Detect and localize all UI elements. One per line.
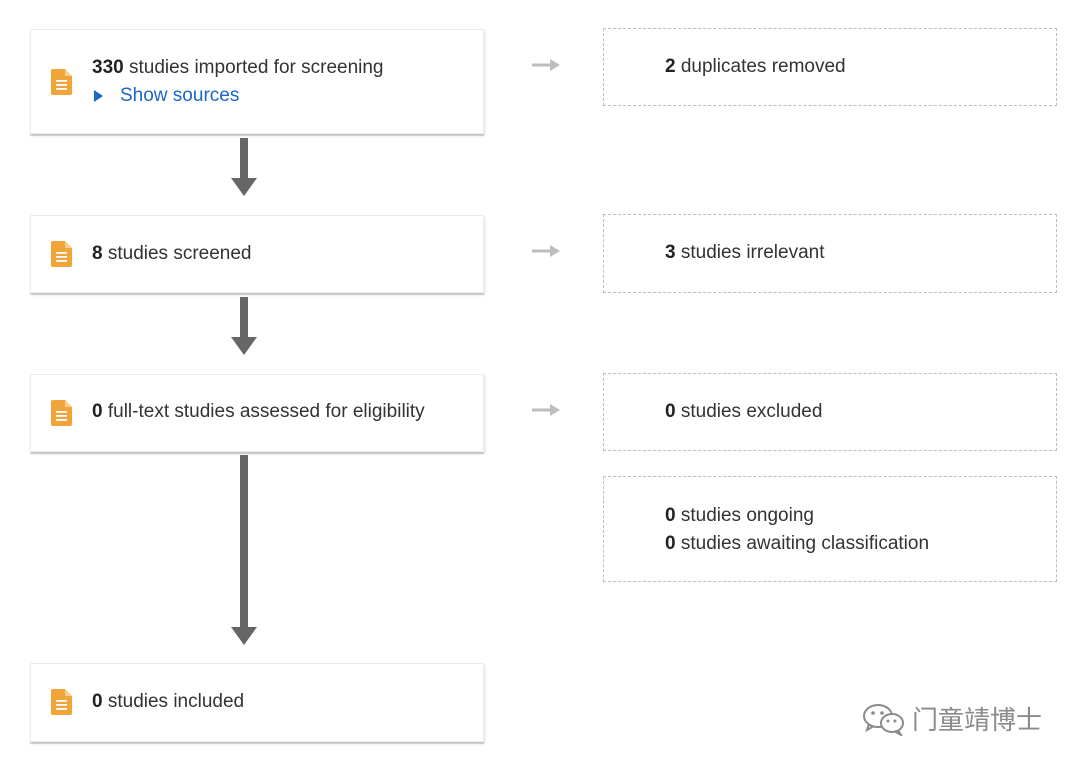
awaiting-count: 0 bbox=[665, 533, 676, 554]
irrelevant-label: studies irrelevant bbox=[675, 242, 825, 263]
ongoing-label: studies ongoing bbox=[675, 505, 814, 526]
side-arrow-icon bbox=[532, 59, 560, 71]
excluded-box: 0 studies excluded bbox=[603, 373, 1057, 451]
ongoing-count: 0 bbox=[665, 505, 676, 526]
document-icon bbox=[51, 400, 72, 426]
down-arrow-icon bbox=[231, 455, 257, 645]
screened-label: studies screened bbox=[102, 243, 252, 264]
included-label: studies included bbox=[102, 691, 245, 712]
irrelevant-count: 3 bbox=[665, 242, 676, 263]
ongoing-awaiting-box: 0 studies ongoing 0 studies awaiting cla… bbox=[603, 476, 1057, 582]
side-arrow-icon bbox=[532, 245, 560, 257]
document-icon bbox=[51, 69, 72, 95]
down-arrow-icon bbox=[231, 297, 257, 355]
wechat-icon bbox=[863, 703, 904, 736]
side-arrow-icon bbox=[532, 404, 560, 416]
document-icon bbox=[51, 241, 72, 267]
irrelevant-text: 3 studies irrelevant bbox=[665, 239, 824, 267]
watermark: 门童靖博士 bbox=[862, 700, 1042, 737]
duplicates-label: duplicates removed bbox=[675, 56, 846, 77]
screened-text: 8 studies screened bbox=[92, 240, 252, 268]
included-card: 0 studies included bbox=[30, 663, 484, 742]
duplicates-count: 2 bbox=[665, 56, 676, 77]
imported-text: 330 studies imported for screening bbox=[92, 54, 384, 82]
irrelevant-box: 3 studies irrelevant bbox=[603, 214, 1057, 293]
fulltext-text: 0 full-text studies assessed for eligibi… bbox=[92, 398, 425, 426]
down-arrow-icon bbox=[231, 138, 257, 196]
show-sources-label: Show sources bbox=[120, 85, 240, 106]
ongoing-text: 0 studies ongoing bbox=[665, 502, 814, 530]
triangle-right-icon bbox=[94, 90, 103, 102]
included-text: 0 studies included bbox=[92, 688, 244, 716]
imported-label: studies imported for screening bbox=[123, 57, 384, 78]
show-sources-link[interactable]: Show sources bbox=[92, 82, 239, 110]
document-icon bbox=[51, 689, 72, 715]
duplicates-text: 2 duplicates removed bbox=[665, 53, 846, 81]
fulltext-card: 0 full-text studies assessed for eligibi… bbox=[30, 374, 484, 452]
excluded-label: studies excluded bbox=[675, 401, 823, 422]
excluded-count: 0 bbox=[665, 401, 676, 422]
imported-count: 330 bbox=[92, 57, 124, 78]
watermark-text: 门童靖博士 bbox=[912, 706, 1043, 736]
excluded-text: 0 studies excluded bbox=[665, 398, 822, 426]
screened-card: 8 studies screened bbox=[30, 215, 484, 293]
fulltext-count: 0 bbox=[92, 401, 103, 422]
included-count: 0 bbox=[92, 691, 103, 712]
fulltext-label: full-text studies assessed for eligibili… bbox=[102, 401, 425, 422]
imported-card: 330 studies imported for screening Show … bbox=[30, 29, 484, 134]
screened-count: 8 bbox=[92, 243, 103, 264]
awaiting-text: 0 studies awaiting classification bbox=[665, 530, 929, 558]
duplicates-box: 2 duplicates removed bbox=[603, 28, 1057, 106]
awaiting-label: studies awaiting classification bbox=[675, 533, 930, 554]
